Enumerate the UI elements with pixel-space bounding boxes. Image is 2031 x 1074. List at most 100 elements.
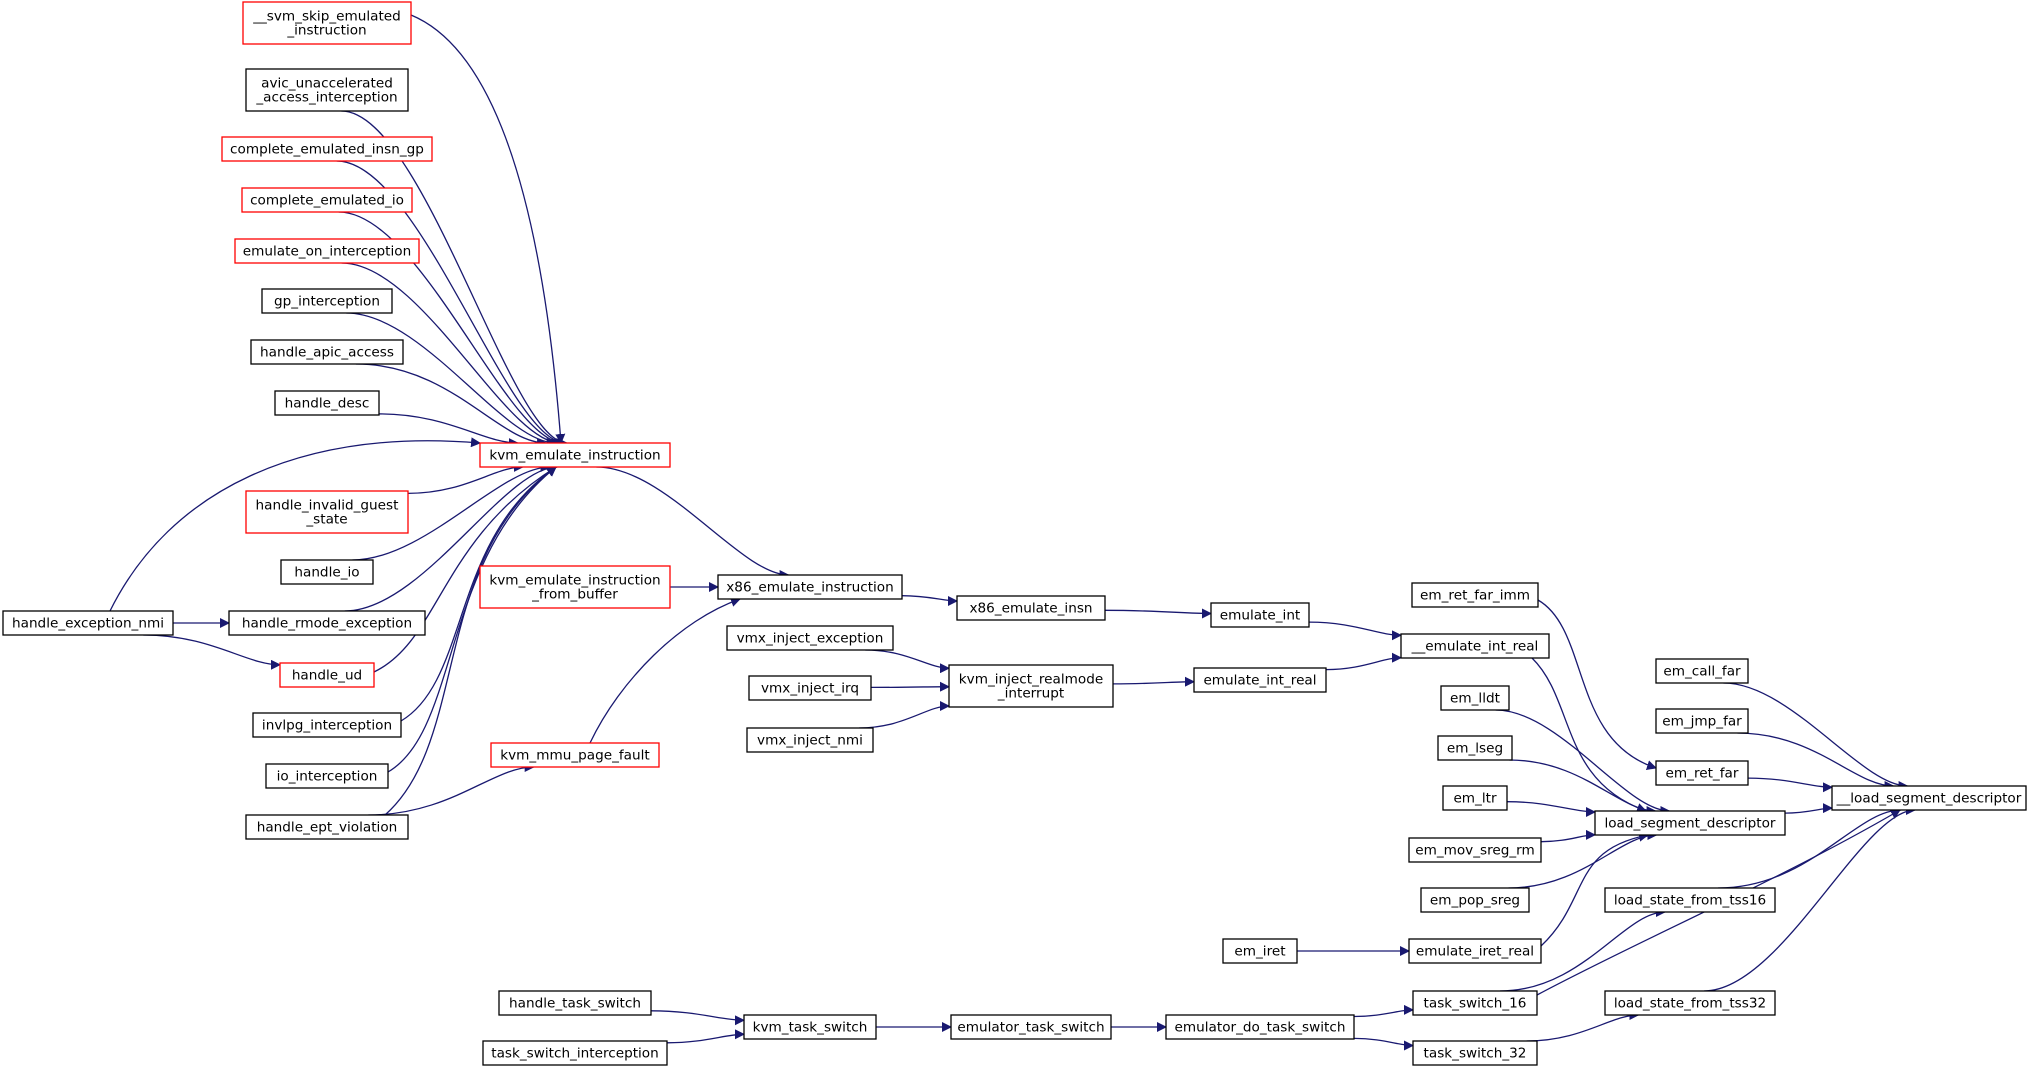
node-emulator_task_switch[interactable]: emulator_task_switch xyxy=(950,1014,1112,1040)
edge-task_switch_16-to-load_state_from_tss16 xyxy=(1499,907,1666,992)
node-handle_exception_nmi[interactable]: handle_exception_nmi xyxy=(2,610,174,636)
node-label: _instruction xyxy=(286,23,366,39)
node-kvm_emulate_instruction_from_buffer[interactable]: kvm_emulate_instruction_from_buffer xyxy=(479,565,671,609)
node-label: load_segment_descriptor xyxy=(1604,816,1775,832)
node-label: complete_emulated_insn_gp xyxy=(230,142,424,158)
edge-invlpg_interception-to-kvm_emulate_instruction xyxy=(400,466,557,722)
node-label: load_state_from_tss32 xyxy=(1614,996,1766,1012)
edge-em_ltr-to-load_segment_descriptor xyxy=(1506,801,1596,817)
node-label: emulate_iret_real xyxy=(1416,944,1534,960)
node-label: handle_invalid_guest xyxy=(256,498,399,514)
node-em_ret_far_imm[interactable]: em_ret_far_imm xyxy=(1411,582,1539,608)
node-gp_interception[interactable]: gp_interception xyxy=(261,288,393,314)
node-complete_emulated_insn_gp[interactable]: complete_emulated_insn_gp xyxy=(221,136,433,162)
node-load_state_from_tss32[interactable]: load_state_from_tss32 xyxy=(1604,990,1776,1016)
node-x86_emulate_insn[interactable]: x86_emulate_insn xyxy=(956,595,1106,621)
node-kvm_mmu_page_fault[interactable]: kvm_mmu_page_fault xyxy=(490,742,660,768)
node-kvm_emulate_instruction[interactable]: kvm_emulate_instruction xyxy=(479,442,671,468)
node-vmx_inject_irq[interactable]: vmx_inject_irq xyxy=(748,675,872,701)
node-load_state_from_tss16[interactable]: load_state_from_tss16 xyxy=(1604,887,1776,913)
edge-vmx_inject_irq-to-kvm_inject_realmode_interrupt xyxy=(870,681,950,692)
node-em_ret_far[interactable]: em_ret_far xyxy=(1655,760,1749,786)
node-label: handle_ud xyxy=(292,668,362,684)
node-box xyxy=(490,742,660,768)
node-label: _from_buffer xyxy=(531,587,618,603)
node-box xyxy=(479,442,671,468)
node-label: handle_io xyxy=(294,565,359,581)
node-avic_unaccelerated_access_interception[interactable]: avic_unaccelerated_access_interception xyxy=(245,68,409,112)
node-label: invlpg_interception xyxy=(262,718,392,734)
node-x86_emulate_instruction[interactable]: x86_emulate_instruction xyxy=(717,574,903,600)
node-box xyxy=(250,339,404,365)
node-vmx_inject_nmi[interactable]: vmx_inject_nmi xyxy=(746,727,874,753)
node-em_lldt[interactable]: em_lldt xyxy=(1440,685,1510,711)
node-em_lseg[interactable]: em_lseg xyxy=(1437,735,1513,761)
node-kvm_task_switch[interactable]: kvm_task_switch xyxy=(743,1014,877,1040)
node-vmx_inject_exception[interactable]: vmx_inject_exception xyxy=(726,625,894,651)
node-box xyxy=(726,625,894,651)
node-emulate_int_real[interactable]: emulate_int_real xyxy=(1193,667,1327,693)
node-label: handle_ept_violation xyxy=(257,820,398,836)
node-box xyxy=(234,238,420,264)
node-em_call_far[interactable]: em_call_far xyxy=(1655,658,1749,684)
node-kvm_inject_realmode_interrupt[interactable]: kvm_inject_realmode_interrupt xyxy=(948,664,1114,708)
node-load_segment_descriptor_internal[interactable]: __load_segment_descriptor xyxy=(1831,785,2027,811)
node-handle_io[interactable]: handle_io xyxy=(280,559,374,585)
node-handle_apic_access[interactable]: handle_apic_access xyxy=(250,339,404,365)
node-emulate_int[interactable]: emulate_int xyxy=(1210,602,1310,628)
node-handle_rmode_exception[interactable]: handle_rmode_exception xyxy=(228,610,426,636)
node-box xyxy=(1594,810,1786,836)
node-label: emulate_on_interception xyxy=(243,244,411,260)
node-emulate_iret_real[interactable]: emulate_iret_real xyxy=(1408,938,1542,964)
node-task_switch_interception[interactable]: task_switch_interception xyxy=(482,1040,668,1066)
node-svm_skip_emulated_instruction[interactable]: __svm_skip_emulated_instruction xyxy=(242,1,412,45)
node-box xyxy=(261,288,393,314)
node-load_segment_descriptor[interactable]: load_segment_descriptor xyxy=(1594,810,1786,836)
node-io_interception[interactable]: io_interception xyxy=(265,763,389,789)
node-task_switch_32[interactable]: task_switch_32 xyxy=(1412,1040,1538,1066)
node-box xyxy=(1604,990,1776,1016)
node-em_iret[interactable]: em_iret xyxy=(1222,938,1298,964)
edge-complete_emulated_io-to-kvm_emulate_instruction xyxy=(338,211,565,448)
edge-em_jmp_far-to-load_segment_descriptor_internal xyxy=(1737,732,1895,791)
node-box xyxy=(221,136,433,162)
node-emulate_on_interception[interactable]: emulate_on_interception xyxy=(234,238,420,264)
node-label: __emulate_int_real xyxy=(1411,639,1539,655)
node-label: load_state_from_tss16 xyxy=(1614,893,1766,909)
node-label: em_pop_sreg xyxy=(1430,893,1520,909)
node-emulate_int_real_internal[interactable]: __emulate_int_real xyxy=(1400,633,1550,659)
node-em_pop_sreg[interactable]: em_pop_sreg xyxy=(1420,887,1530,913)
node-label: emulate_int_real xyxy=(1203,673,1316,689)
edge-svm_skip_emulated_instruction-to-kvm_emulate_instruction xyxy=(410,14,566,444)
edge-vmx_inject_nmi-to-kvm_inject_realmode_interrupt xyxy=(859,701,950,729)
node-box xyxy=(748,675,872,701)
node-label: x86_emulate_instruction xyxy=(726,580,893,596)
node-label: io_interception xyxy=(277,769,378,785)
node-label: vmx_inject_exception xyxy=(737,631,884,647)
node-box xyxy=(280,559,374,585)
node-em_jmp_far[interactable]: em_jmp_far xyxy=(1655,708,1749,734)
node-emulator_do_task_switch[interactable]: emulator_do_task_switch xyxy=(1165,1014,1355,1040)
node-label: _interrupt xyxy=(997,686,1064,702)
node-em_mov_sreg_rm[interactable]: em_mov_sreg_rm xyxy=(1408,837,1542,863)
node-handle_desc[interactable]: handle_desc xyxy=(274,390,380,416)
node-box xyxy=(242,1,412,45)
node-handle_ud[interactable]: handle_ud xyxy=(279,662,375,688)
node-task_switch_16[interactable]: task_switch_16 xyxy=(1412,990,1538,1016)
node-label: x86_emulate_insn xyxy=(969,601,1092,617)
node-handle_ept_violation[interactable]: handle_ept_violation xyxy=(245,814,409,840)
node-label: _state xyxy=(305,512,347,528)
node-box xyxy=(1408,938,1542,964)
node-invlpg_interception[interactable]: invlpg_interception xyxy=(252,712,402,738)
edge-em_lseg-to-load_segment_descriptor xyxy=(1509,759,1657,816)
node-handle_invalid_guest_state[interactable]: handle_invalid_guest_state xyxy=(245,490,409,534)
node-handle_task_switch[interactable]: handle_task_switch xyxy=(498,990,652,1016)
node-complete_emulated_io[interactable]: complete_emulated_io xyxy=(241,187,413,213)
node-em_ltr[interactable]: em_ltr xyxy=(1442,785,1508,811)
node-box xyxy=(948,664,1114,708)
edge-vmx_inject_exception-to-kvm_inject_realmode_interrupt xyxy=(865,649,950,674)
edge-emulator_do_task_switch-to-task_switch_32 xyxy=(1353,1037,1414,1051)
edge-em_ret_far-to-load_segment_descriptor_internal xyxy=(1747,777,1833,793)
node-box xyxy=(950,1014,1112,1040)
